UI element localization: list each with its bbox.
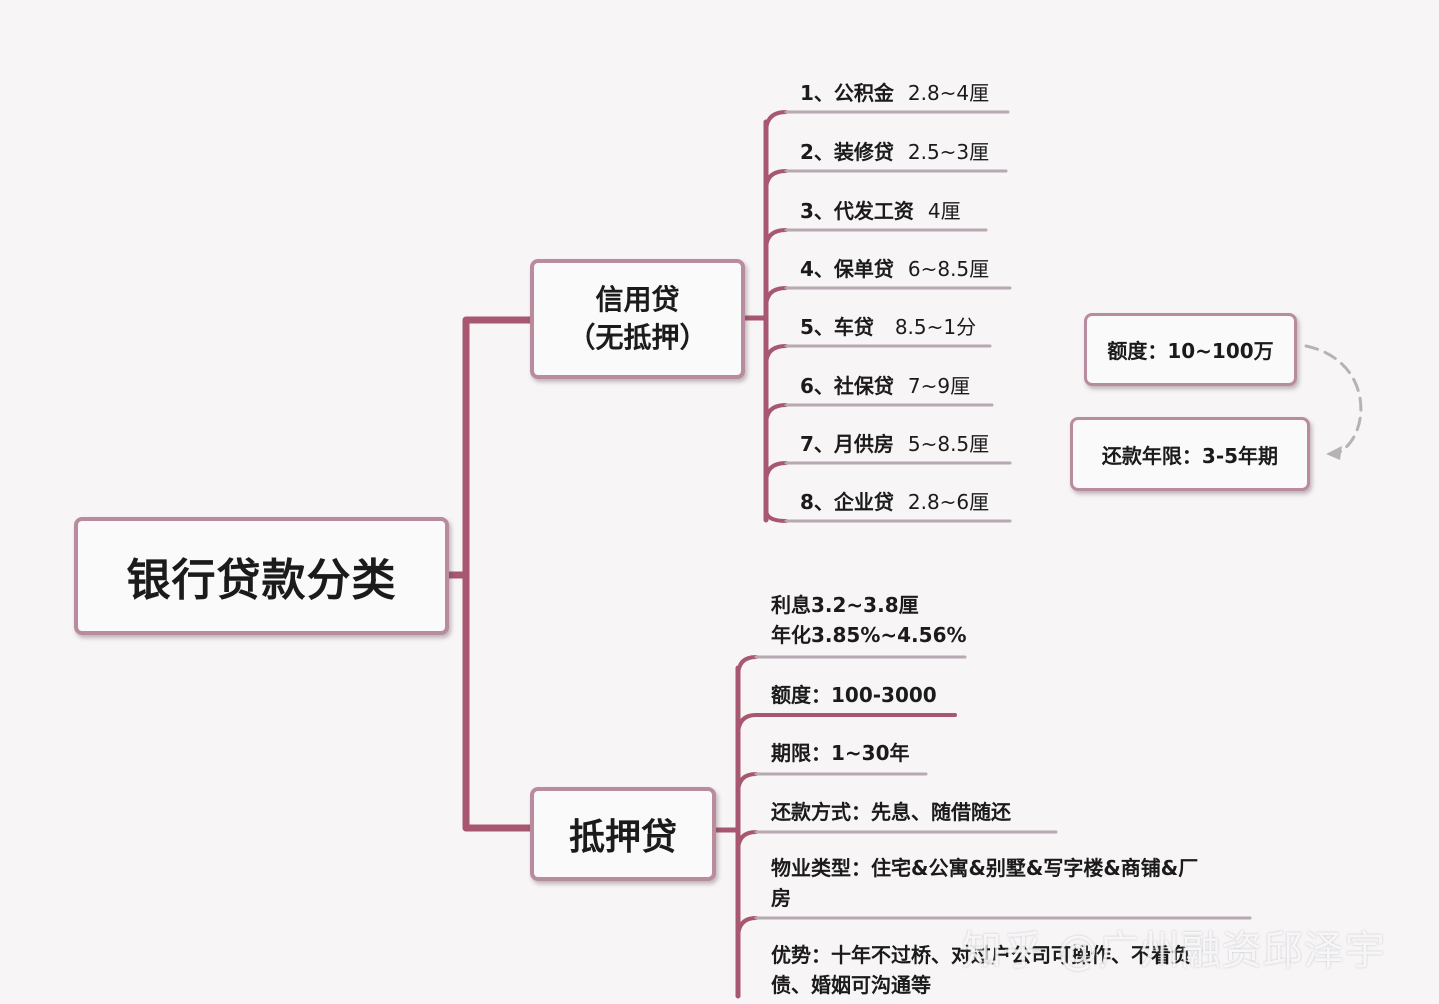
credit-term-text: 还款年限：3-5年期 bbox=[1101, 443, 1279, 468]
mortgage-repayment: 还款方式：先息、随借随还 bbox=[771, 800, 1011, 824]
credit-item-4: 4、保单贷 6~8.5厘 bbox=[800, 253, 989, 282]
credit-item-name: 7、月供房 bbox=[800, 432, 894, 456]
credit-item-name: 2、装修贷 bbox=[800, 140, 894, 164]
credit-item-name: 6、社保贷 bbox=[800, 374, 894, 398]
dashed-arrow-head bbox=[1326, 446, 1342, 460]
mortgage-item-curves bbox=[736, 655, 758, 940]
mortgage-interest-line1: 利息3.2~3.8厘 bbox=[771, 593, 919, 617]
credit-loan-title: 信用贷 bbox=[595, 283, 680, 316]
credit-item-7: 7、月供房 5~8.5厘 bbox=[800, 428, 989, 457]
credit-item-rate: 4厘 bbox=[927, 199, 961, 223]
credit-item-rate: 5~8.5厘 bbox=[907, 432, 990, 456]
credit-item-name: 4、保单贷 bbox=[800, 257, 894, 281]
credit-item-2: 2、装修贷 2.5~3厘 bbox=[800, 136, 989, 165]
credit-loan-subtitle: （无抵押） bbox=[567, 321, 708, 354]
mortgage-loan-node: 抵押贷 bbox=[530, 787, 716, 881]
dashed-arrow bbox=[1304, 344, 1363, 454]
credit-item-name: 5、车贷 bbox=[800, 315, 874, 339]
mortgage-interest: 利息3.2~3.8厘 年化3.85%~4.56% bbox=[771, 590, 967, 650]
mortgage-amount: 额度：100-3000 bbox=[771, 683, 937, 707]
credit-item-6: 6、社保贷 7~9厘 bbox=[800, 370, 970, 399]
credit-item-name: 1、公积金 bbox=[800, 81, 894, 105]
credit-item-name: 8、企业贷 bbox=[800, 490, 894, 514]
mortgage-advantage-line2: 债、婚姻可沟通等 bbox=[771, 973, 931, 997]
credit-amount-box: 额度：10~100万 bbox=[1084, 313, 1297, 386]
mortgage-loan-title: 抵押贷 bbox=[568, 817, 677, 858]
credit-connector bbox=[741, 119, 769, 523]
credit-item-rate: 2.5~3厘 bbox=[907, 140, 990, 164]
mortgage-advantage: 优势：十年不过桥、对过户公司可操作、不看负 债、婚姻可沟通等 bbox=[771, 940, 1191, 1000]
credit-item-1: 1、公积金 2.8~4厘 bbox=[800, 77, 989, 106]
root-node: 银行贷款分类 bbox=[74, 517, 449, 635]
mortgage-property: 物业类型：住宅&公寓&别墅&写字楼&商铺&厂 房 bbox=[771, 853, 1198, 913]
credit-term-box: 还款年限：3-5年期 bbox=[1070, 417, 1310, 491]
root-title: 银行贷款分类 bbox=[126, 555, 397, 606]
credit-item-curves bbox=[764, 110, 788, 523]
credit-item-3: 3、代发工资 4厘 bbox=[800, 195, 961, 224]
mortgage-property-line2: 房 bbox=[771, 886, 791, 910]
credit-item-8: 8、企业贷 2.8~6厘 bbox=[800, 486, 989, 515]
credit-loan-node: 信用贷 （无抵押） bbox=[530, 259, 745, 379]
credit-item-rate: 2.8~6厘 bbox=[907, 490, 990, 514]
credit-item-rate: 7~9厘 bbox=[907, 374, 971, 398]
credit-amount-text: 额度：10~100万 bbox=[1107, 339, 1274, 363]
credit-item-rate: 6~8.5厘 bbox=[907, 257, 990, 281]
mortgage-advantage-line1: 优势：十年不过桥、对过户公司可操作、不看负 bbox=[771, 943, 1191, 967]
credit-item-rate: 2.8~4厘 bbox=[907, 81, 990, 105]
watermark-text: 知乎 @广州融资邱泽宇 bbox=[962, 928, 1386, 974]
mortgage-connector bbox=[711, 665, 741, 999]
mortgage-term: 期限：1~30年 bbox=[771, 741, 910, 765]
trunk-connector bbox=[444, 316, 536, 832]
mortgage-property-line1: 物业类型：住宅&公寓&别墅&写字楼&商铺&厂 bbox=[771, 856, 1199, 880]
credit-item-rate: 8.5~1分 bbox=[894, 315, 977, 339]
mortgage-item-underlines bbox=[754, 655, 1252, 920]
credit-item-5: 5、车贷 8.5~1分 bbox=[800, 311, 976, 340]
credit-item-name: 3、代发工资 bbox=[800, 199, 914, 223]
credit-item-underlines bbox=[784, 110, 1012, 523]
mortgage-interest-line2: 年化3.85%~4.56% bbox=[771, 623, 967, 647]
